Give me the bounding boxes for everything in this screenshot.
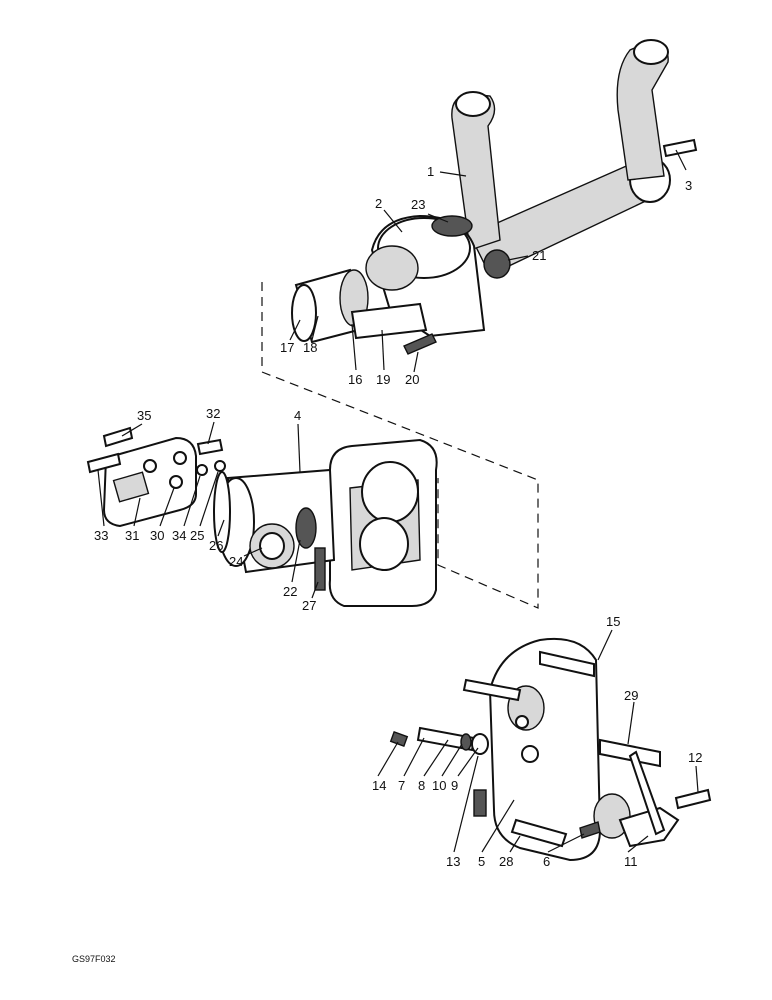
callout-10: 10 bbox=[432, 778, 446, 793]
callout-27: 27 bbox=[302, 598, 316, 613]
callout-19: 19 bbox=[376, 372, 390, 387]
callout-33: 33 bbox=[94, 528, 108, 543]
callout-5: 5 bbox=[478, 854, 485, 869]
callout-6: 6 bbox=[543, 854, 550, 869]
callout-31: 31 bbox=[125, 528, 139, 543]
callout-24: 24 bbox=[229, 554, 243, 569]
figure-code: GS97F032 bbox=[72, 954, 116, 964]
callout-1: 1 bbox=[427, 164, 434, 179]
callout-3: 3 bbox=[685, 178, 692, 193]
callout-29: 29 bbox=[624, 688, 638, 703]
callout-18: 18 bbox=[303, 340, 317, 355]
callout-26: 26 bbox=[209, 538, 223, 553]
callout-4: 4 bbox=[294, 408, 301, 423]
callout-28: 28 bbox=[499, 854, 513, 869]
callout-21: 21 bbox=[532, 248, 546, 263]
callout-2: 2 bbox=[375, 196, 382, 211]
callout-30: 30 bbox=[150, 528, 164, 543]
callout-34: 34 bbox=[172, 528, 186, 543]
callout-32: 32 bbox=[206, 406, 220, 421]
callout-14: 14 bbox=[372, 778, 386, 793]
callout-7: 7 bbox=[398, 778, 405, 793]
front-cover-assembly bbox=[389, 637, 712, 862]
callout-25: 25 bbox=[190, 528, 204, 543]
callout-22: 22 bbox=[283, 584, 297, 599]
callout-8: 8 bbox=[418, 778, 425, 793]
callout-12: 12 bbox=[688, 750, 702, 765]
callout-23: 23 bbox=[411, 197, 425, 212]
rock-shaft-assembly bbox=[261, 39, 698, 609]
callout-labels: 1 2 3 4 5 6 7 8 9 10 11 12 13 14 15 16 1… bbox=[94, 164, 702, 869]
callout-15: 15 bbox=[606, 614, 620, 629]
callout-9: 9 bbox=[451, 778, 458, 793]
callout-11: 11 bbox=[624, 854, 638, 869]
callout-16: 16 bbox=[348, 372, 362, 387]
callout-17: 17 bbox=[280, 340, 294, 355]
callout-13: 13 bbox=[446, 854, 460, 869]
ram-cylinder-assembly bbox=[86, 426, 438, 607]
leader-lines bbox=[97, 149, 699, 853]
callout-20: 20 bbox=[405, 372, 419, 387]
callout-35: 35 bbox=[137, 408, 151, 423]
